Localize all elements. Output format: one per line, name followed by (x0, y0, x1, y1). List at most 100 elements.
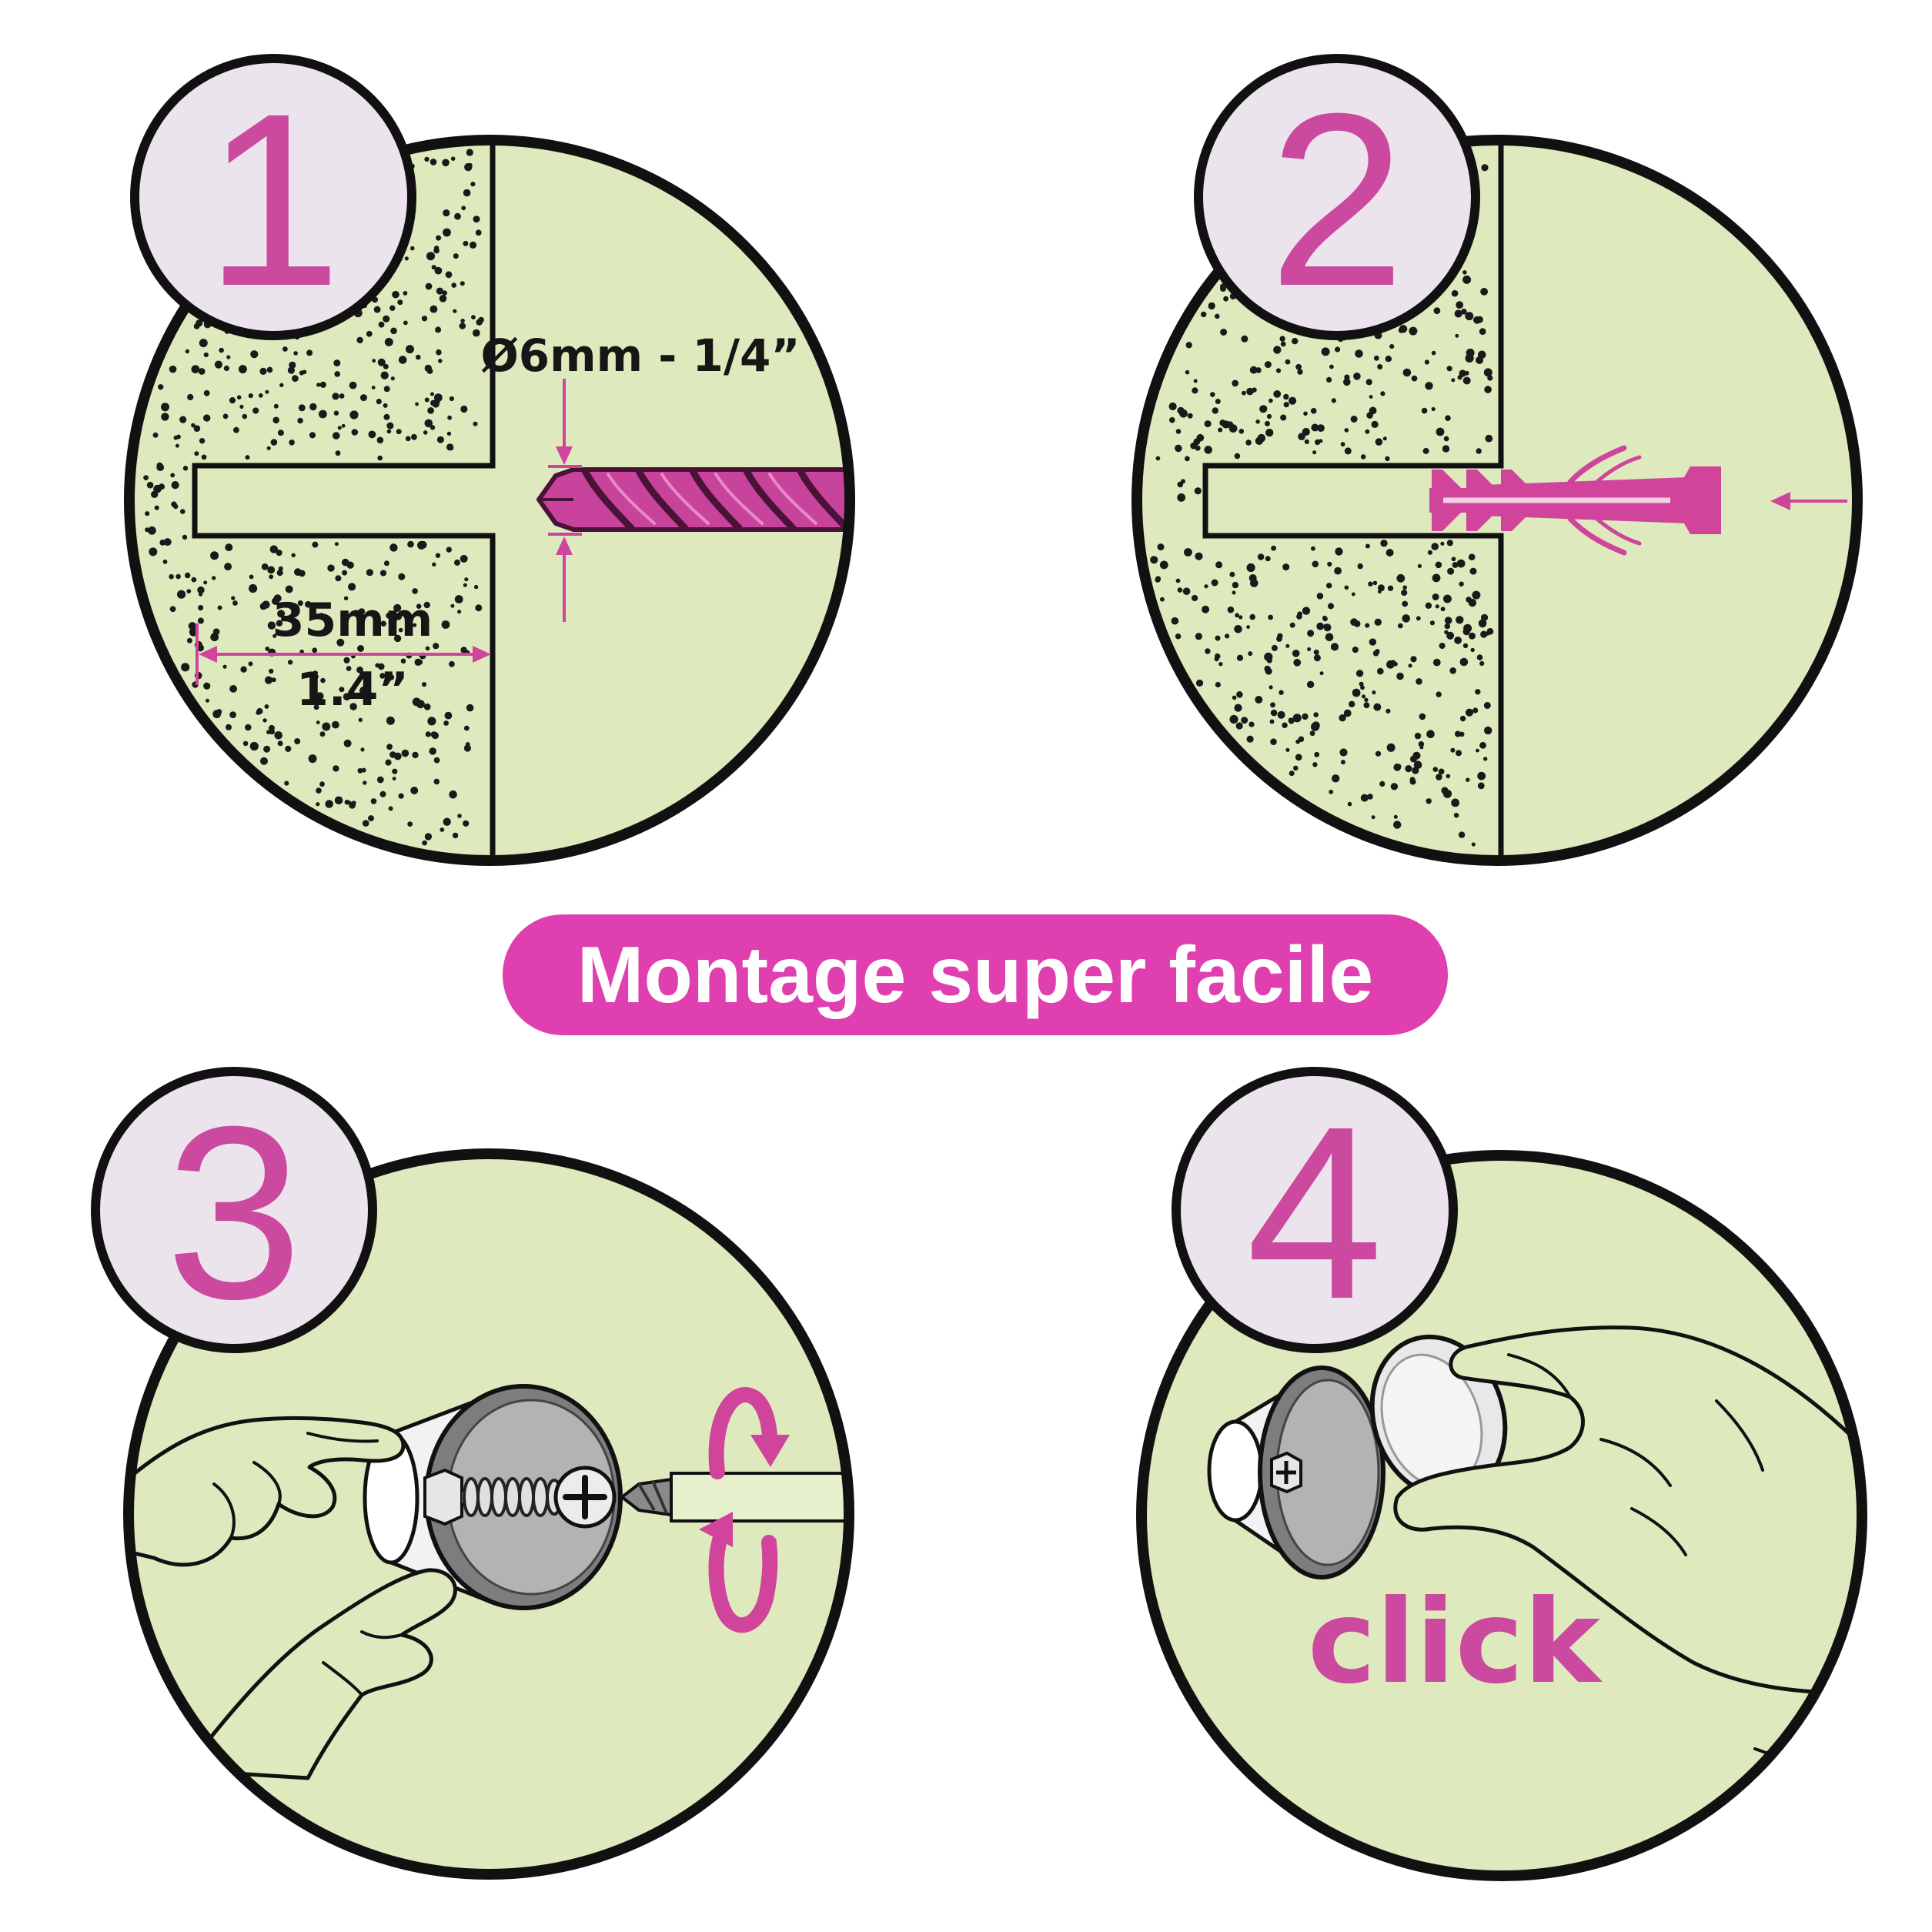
concrete-speck (430, 392, 434, 396)
concrete-speck (433, 778, 440, 785)
concrete-speck (1279, 690, 1284, 695)
concrete-speck (460, 647, 467, 653)
concrete-speck (1204, 420, 1212, 428)
concrete-speck (1478, 619, 1487, 628)
concrete-speck (344, 799, 350, 805)
concrete-speck (226, 724, 232, 730)
concrete-speck (1456, 750, 1462, 757)
concrete-speck (1371, 815, 1375, 820)
concrete-speck (146, 481, 154, 489)
concrete-speck (1365, 543, 1370, 549)
concrete-speck (1466, 597, 1472, 603)
concrete-speck (390, 327, 397, 335)
concrete-speck (1150, 556, 1158, 564)
concrete-speck (446, 431, 452, 436)
concrete-speck (445, 271, 453, 279)
concrete-speck (229, 711, 236, 718)
concrete-speck (191, 365, 200, 374)
concrete-speck (433, 757, 440, 764)
concrete-speck (284, 780, 289, 786)
concrete-speck (1210, 392, 1215, 397)
concrete-speck (1355, 349, 1363, 358)
concrete-speck (1208, 302, 1215, 310)
concrete-speck (1402, 600, 1409, 607)
step-4-border (1136, 1150, 1867, 1881)
concrete-speck (1314, 751, 1320, 757)
concrete-speck (291, 553, 296, 557)
concrete-speck (197, 617, 204, 624)
concrete-speck (1485, 434, 1493, 443)
concrete-speck (370, 798, 377, 804)
concrete-speck (269, 574, 274, 580)
concrete-speck (442, 290, 447, 296)
concrete-speck (1218, 427, 1223, 433)
concrete-speck (1316, 593, 1324, 600)
concrete-speck (430, 731, 437, 738)
concrete-speck (334, 796, 343, 805)
concrete-speck (193, 425, 201, 432)
concrete-speck (435, 553, 441, 558)
concrete-speck (285, 585, 293, 593)
concrete-speck (386, 612, 393, 619)
concrete-speck (1481, 164, 1489, 172)
concrete-speck (297, 600, 303, 607)
concrete-speck (379, 791, 386, 797)
concrete-speck (1232, 379, 1239, 387)
concrete-speck (242, 740, 249, 747)
concrete-speck (398, 356, 407, 364)
concrete-speck (1310, 408, 1317, 414)
concrete-speck (1175, 633, 1182, 640)
concrete-speck (191, 577, 197, 583)
concrete-speck (393, 603, 402, 613)
step-1-panel: Ø6mm - 1/4” 35mm 1.4” 1 (124, 54, 855, 866)
concrete-speck (327, 564, 335, 572)
concrete-speck (1365, 379, 1372, 386)
concrete-speck (267, 621, 276, 630)
concrete-speck (1295, 754, 1302, 761)
concrete-speck (436, 349, 442, 356)
screw-icon (423, 1466, 617, 1529)
concrete-speck (1285, 643, 1290, 648)
concrete-speck (148, 526, 156, 535)
concrete-speck (349, 801, 356, 809)
concrete-speck (1396, 573, 1406, 583)
concrete-speck (411, 433, 417, 440)
concrete-speck (1366, 412, 1373, 419)
concrete-speck (1250, 579, 1258, 587)
concrete-speck (427, 717, 436, 726)
concrete-speck (270, 439, 278, 446)
concrete-speck (473, 584, 479, 590)
concrete-speck (1235, 722, 1243, 730)
concrete-speck (438, 359, 443, 363)
concrete-speck (356, 336, 363, 344)
concrete-speck (272, 597, 279, 605)
concrete-speck (416, 603, 422, 609)
concrete-speck (394, 613, 403, 620)
concrete-speck (181, 663, 190, 672)
concrete-speck (1226, 421, 1234, 428)
concrete-speck (1270, 702, 1275, 708)
concrete-speck (1335, 346, 1341, 353)
concrete-speck (222, 664, 227, 669)
concrete-speck (1426, 798, 1432, 804)
concrete-speck (1157, 543, 1165, 551)
concrete-speck (1241, 335, 1248, 343)
diameter-label: Ø6mm - 1/4” (480, 329, 800, 382)
concrete-speck (1461, 309, 1467, 315)
concrete-speck (1223, 296, 1228, 302)
hand-icon (1393, 1325, 1857, 1789)
concrete-speck (261, 563, 269, 570)
concrete-speck (277, 740, 283, 747)
concrete-speck (248, 661, 253, 667)
concrete-speck (186, 637, 192, 643)
concrete-speck (226, 355, 231, 359)
concrete-speck (173, 503, 179, 510)
concrete-speck (1396, 764, 1402, 770)
concrete-speck (1277, 710, 1285, 719)
concrete-speck (299, 370, 304, 376)
concrete-speck (313, 704, 319, 710)
concrete-speck (360, 747, 365, 752)
concrete-speck (449, 660, 455, 667)
concrete-speck (469, 241, 477, 249)
